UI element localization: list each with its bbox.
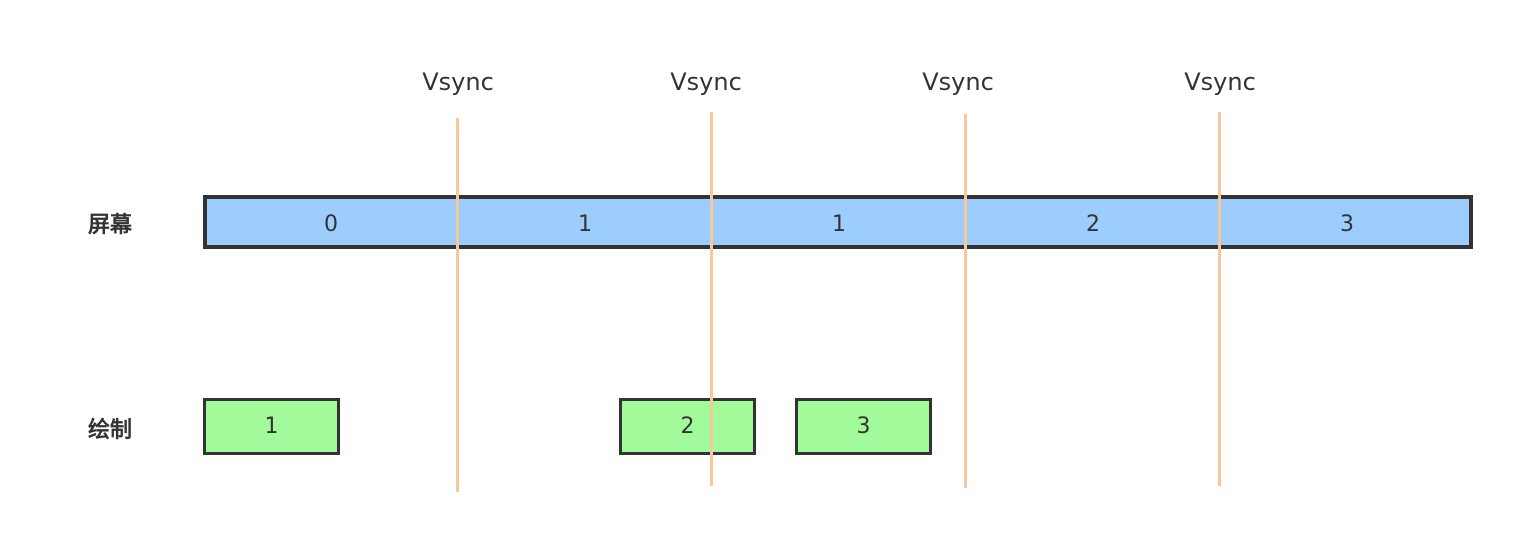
draw-frame-3: 3 bbox=[795, 398, 932, 455]
vsync-label-1: Vsync bbox=[422, 68, 494, 96]
draw-row-label: 绘制 bbox=[88, 418, 133, 443]
screen-segment-3: 2 bbox=[1086, 212, 1100, 237]
draw-frame-1: 1 bbox=[203, 398, 340, 455]
vsync-label-4: Vsync bbox=[1184, 68, 1256, 96]
vsync-line-2 bbox=[710, 112, 713, 486]
screen-row-label: 屏幕 bbox=[88, 213, 133, 238]
screen-segment-0: 0 bbox=[324, 212, 338, 237]
vsync-label-2: Vsync bbox=[670, 68, 742, 96]
screen-segment-2: 1 bbox=[832, 212, 846, 237]
vsync-line-4 bbox=[1218, 112, 1221, 486]
vsync-line-3 bbox=[964, 114, 967, 488]
draw-frame-2: 2 bbox=[619, 398, 756, 455]
vsync-label-3: Vsync bbox=[922, 68, 994, 96]
screen-segment-4: 3 bbox=[1340, 212, 1354, 237]
screen-bar bbox=[203, 195, 1473, 249]
screen-segment-1: 1 bbox=[578, 212, 592, 237]
vsync-line-1 bbox=[456, 118, 459, 492]
